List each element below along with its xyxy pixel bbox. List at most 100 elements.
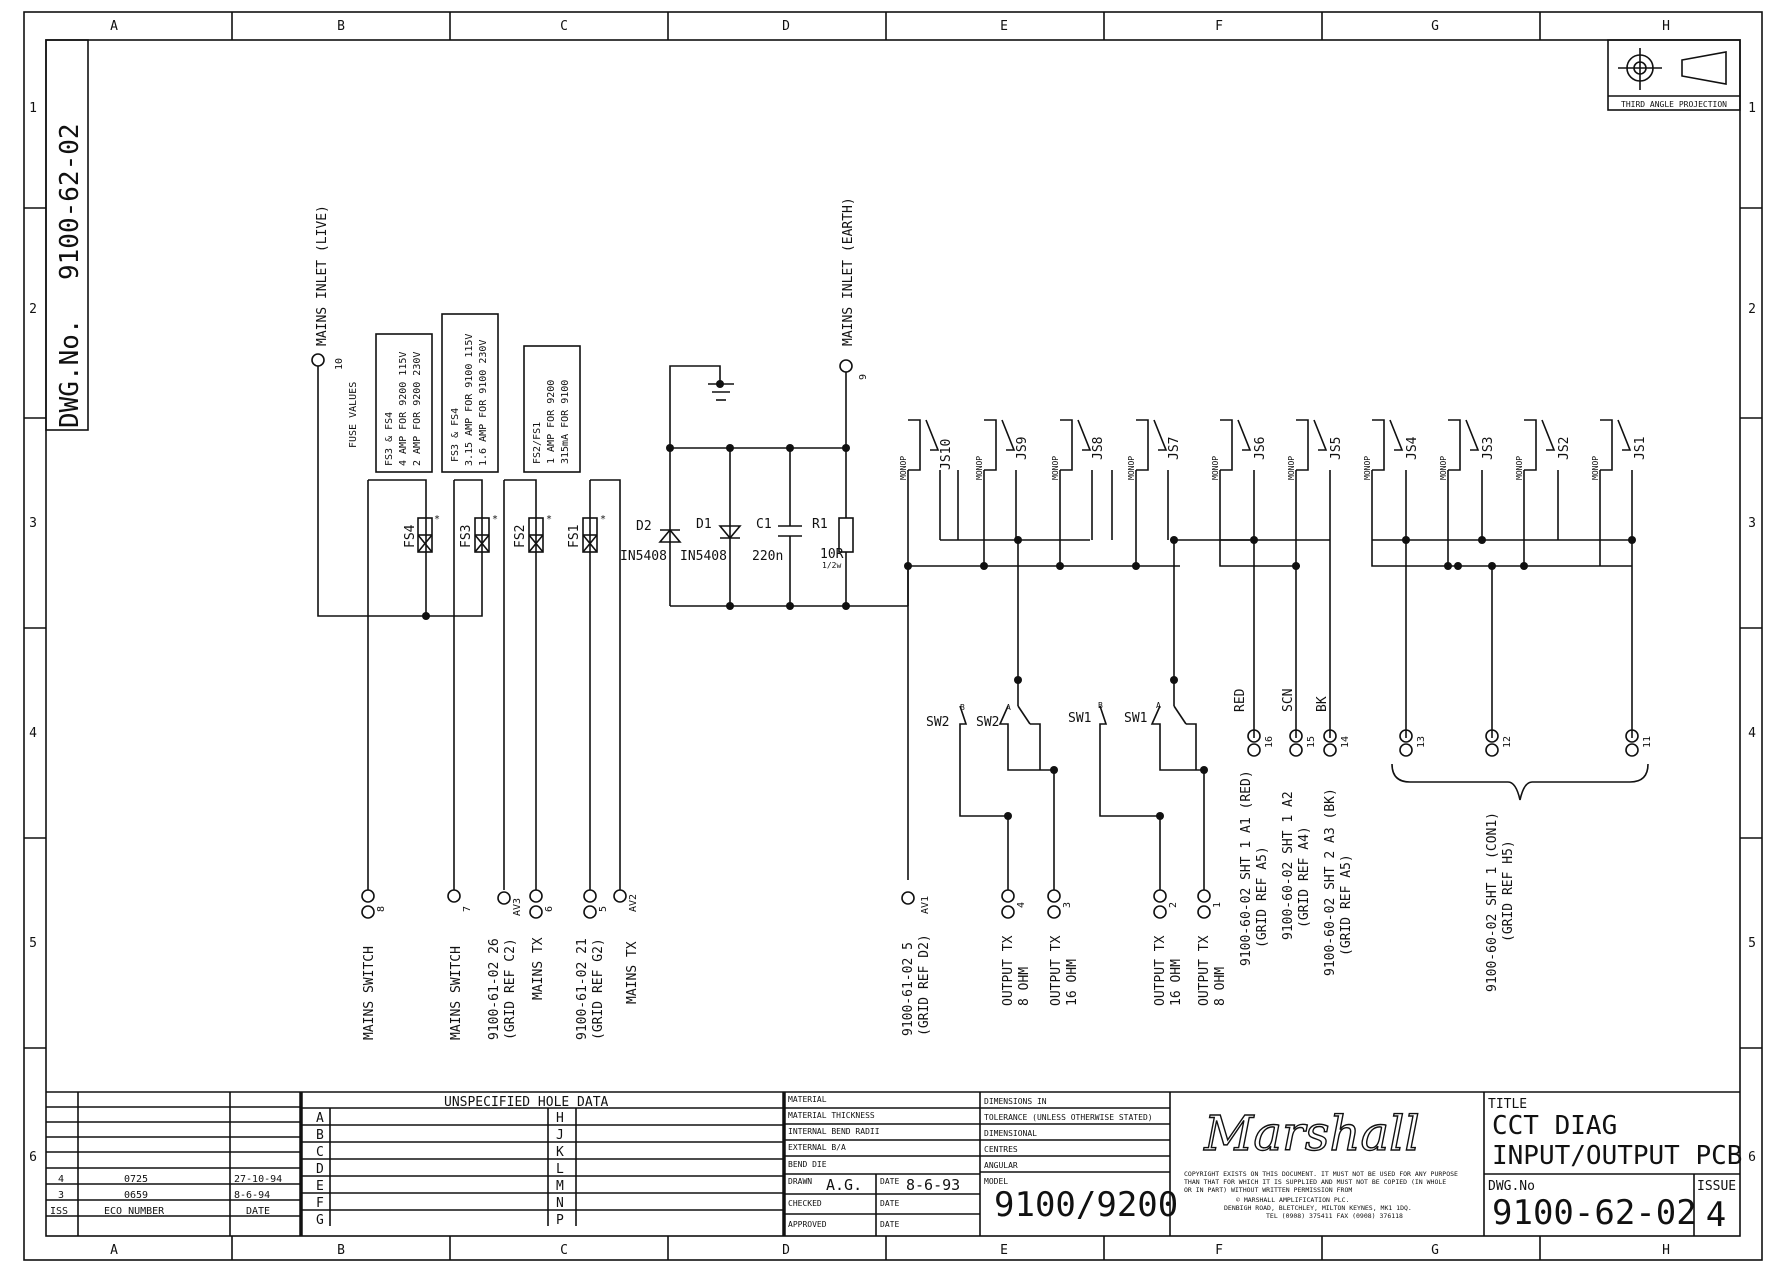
- projection-label: THIRD ANGLE PROJECTION: [1621, 100, 1727, 109]
- bottom-label-mains-switch: MAINS SWITCH: [362, 946, 377, 1040]
- copyright-line: THAN THAT FOR WHICH IT IS SUPPLIED AND M…: [1184, 1178, 1446, 1186]
- dimensions-label: DIMENSIONS IN: [984, 1097, 1047, 1106]
- bottom-label-mains-tx: MAINS TX: [531, 937, 546, 1000]
- centres-label: CENTRES: [984, 1145, 1018, 1154]
- hole-row-letter: L: [556, 1162, 564, 1177]
- issue-label: ISSUE: [1697, 1179, 1736, 1194]
- hole-row-letter: E: [316, 1179, 324, 1194]
- grid-col-label: E: [1000, 1243, 1008, 1258]
- pin-label: 8: [376, 906, 387, 912]
- sheet-border: [23, 11, 1763, 1261]
- switch-pole-b: B: [960, 703, 965, 712]
- inlet-live-pin: 10: [334, 358, 345, 370]
- jack-mono-label: MONOP: [1127, 456, 1136, 480]
- fuse-mark: *: [600, 514, 606, 525]
- fuse-box-line: 1.6 AMP FOR 9100 230V: [478, 340, 489, 466]
- wire-color-red: RED: [1233, 688, 1248, 712]
- grid-row-label: 1: [1748, 101, 1756, 116]
- fuse-box-line: 3.15 AMP FOR 9100 115V: [464, 334, 475, 466]
- drawn-by: A.G.: [826, 1176, 862, 1194]
- hole-row-letter: C: [316, 1145, 324, 1160]
- bottom-label-ref: (GRID REF G2): [591, 938, 606, 1040]
- hole-row-letter: N: [556, 1196, 564, 1211]
- pin-label: 12: [1502, 736, 1513, 748]
- title-label: TITLE: [1488, 1097, 1527, 1112]
- thickness-label: MATERIAL THICKNESS: [788, 1111, 875, 1120]
- eco-number-header: ECO NUMBER: [104, 1206, 165, 1217]
- pin-label: 16: [1264, 736, 1275, 748]
- jack-mono-label: MONOP: [1051, 456, 1060, 480]
- fuse-fs2: FS2: [513, 525, 528, 548]
- bottom-label-output-tx: 8 OHM: [1017, 967, 1032, 1006]
- grid-row-label: 5: [1748, 936, 1756, 951]
- external-ba-label: EXTERNAL B/A: [788, 1143, 846, 1152]
- fuse-fs4: FS4: [403, 524, 418, 548]
- r1-value: 10R: [820, 547, 844, 562]
- tolerance-label: TOLERANCE (UNLESS OTHERWISE STATED): [984, 1113, 1153, 1122]
- grid-row-label: 3: [29, 516, 37, 531]
- hole-row-letter: K: [556, 1145, 564, 1160]
- jack-label: JS5: [1329, 437, 1344, 460]
- pin-label: AV2: [628, 894, 639, 912]
- bottom-label-ref: (GRID REF A5): [1255, 846, 1270, 948]
- issue-value: 4: [1706, 1195, 1726, 1235]
- pin-label: 14: [1340, 736, 1351, 748]
- fuse-box-line: 1 AMP FOR 9200: [546, 380, 557, 464]
- angular-label: ANGULAR: [984, 1161, 1018, 1170]
- drawn-date-label: DATE: [880, 1177, 899, 1186]
- dimensional-label: DIMENSIONAL: [984, 1129, 1037, 1138]
- hole-row-letter: A: [316, 1111, 324, 1126]
- bottom-label-ref: 9100-61-02 21: [575, 938, 590, 1040]
- c1-label: C1: [756, 517, 772, 532]
- side-dwg-value: 9100-62-02: [55, 123, 85, 280]
- pin-label: 6: [544, 906, 555, 912]
- title-line-2: INPUT/OUTPUT PCB: [1492, 1141, 1742, 1171]
- fuse-mark: *: [434, 514, 440, 525]
- grid-col-label: C: [560, 1243, 568, 1258]
- d1-label: D1: [696, 517, 712, 532]
- pin-label: 3: [1062, 902, 1073, 908]
- switch-sw1b: SW1: [1068, 711, 1091, 726]
- pin-label: AV1: [920, 896, 931, 914]
- eco-date: 8-6-94: [234, 1190, 270, 1201]
- jack-mono-label: MONOP: [1439, 456, 1448, 480]
- switch-pole-a: A: [1006, 703, 1011, 712]
- bottom-label-ref: 9100-60-02 SHT 1 A2: [1281, 791, 1296, 940]
- bottom-label-ref: (GRID REF A5): [1339, 854, 1354, 956]
- grid-row-label: 5: [29, 936, 37, 951]
- grid-col-label: A: [110, 1243, 118, 1258]
- grid-col-label: G: [1431, 19, 1439, 34]
- eco-date: 27-10-94: [234, 1174, 282, 1185]
- bottom-label-ref: 9100-61-02 26: [487, 938, 502, 1040]
- grid-col-label: B: [337, 19, 345, 34]
- bottom-label-mains-switch: MAINS SWITCH: [449, 946, 464, 1040]
- bottom-label-ref: 9100-61-02 5: [901, 942, 916, 1036]
- bottom-label-ref: (GRID REF H5): [1501, 840, 1516, 942]
- grid-col-label: D: [782, 1243, 790, 1258]
- d2-part: IN5408: [620, 549, 667, 564]
- model-value: 9100/9200: [994, 1185, 1178, 1225]
- jack-mono-label: MONOP: [1591, 456, 1600, 480]
- bottom-label-ref: 9100-60-02 SHT 1 (CON1): [1485, 812, 1500, 992]
- eco-iss: 4: [58, 1174, 64, 1185]
- eco-iss: 3: [58, 1190, 64, 1201]
- jack-label: JS7: [1167, 437, 1182, 460]
- jack-mono-label: MONOP: [1363, 456, 1372, 480]
- fuse-box-line: 4 AMP FOR 9200 115V: [398, 352, 409, 466]
- bottom-label-ref: (GRID REF C2): [503, 938, 518, 1040]
- grid-col-label: E: [1000, 19, 1008, 34]
- switch-pole-b: B: [1098, 701, 1103, 710]
- grid-labels: A B C D E F G H A B C D E F G H 1 2 3 4 …: [29, 19, 1756, 1258]
- grid-col-label: H: [1662, 19, 1670, 34]
- d2-label: D2: [636, 519, 652, 534]
- pin-label: 15: [1306, 736, 1317, 748]
- switch-sw1a: SW1: [1124, 711, 1147, 726]
- bottom-label-ref: 9100-60-02 SHT 1 A1 (RED): [1239, 770, 1254, 966]
- fuse-fs3: FS3: [459, 525, 474, 548]
- jack-mono-label: MONOP: [1515, 456, 1524, 480]
- grid-row-label: 3: [1748, 516, 1756, 531]
- r1-label: R1: [812, 517, 828, 532]
- pin-label: 11: [1642, 736, 1653, 748]
- jack-section: JS10 JS9 JS8 JS7 MONOP MONOP MONOP MONOP…: [899, 419, 1648, 880]
